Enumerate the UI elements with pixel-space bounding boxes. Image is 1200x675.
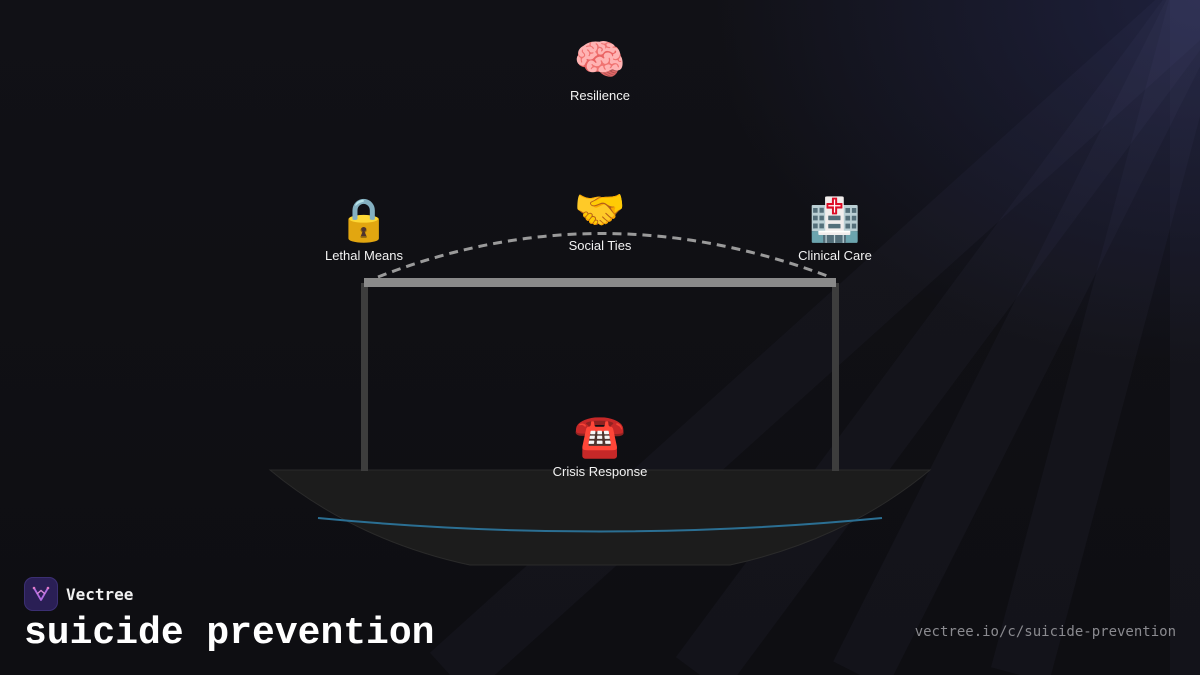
node-label: Social Ties (568, 238, 632, 253)
brand-name: Vectree (66, 584, 134, 604)
brand[interactable]: Vectree (24, 577, 133, 611)
vectree-logo-icon (24, 577, 58, 611)
node-lethal-means: 🔒 Lethal Means (284, 196, 444, 264)
right-post (832, 283, 839, 471)
node-crisis-response: ☎️ Crisis Response (520, 412, 680, 480)
node-clinical-care: 🏥 Clinical Care (755, 196, 915, 264)
dashed-arc (377, 232, 831, 279)
left-post (361, 283, 368, 471)
brain-icon: 🧠 (573, 36, 627, 83)
page-url[interactable]: vectree.io/c/suicide-prevention (914, 624, 1176, 640)
lock-icon: 🔒 (337, 196, 391, 243)
handshake-icon: 🤝 (573, 186, 627, 233)
node-label: Lethal Means (324, 248, 404, 263)
page-title: suicide prevention (24, 612, 435, 655)
node-social-ties: 🤝 Social Ties (520, 186, 680, 254)
hull-base (268, 469, 932, 566)
crossbar (364, 278, 836, 287)
hospital-icon: 🏥 (808, 196, 862, 243)
node-label: Resilience (570, 88, 630, 103)
node-resilience: 🧠 Resilience (520, 36, 680, 104)
telephone-icon: ☎️ (573, 412, 627, 459)
water-line (317, 517, 883, 533)
node-label: Crisis Response (552, 464, 648, 479)
node-label: Clinical Care (798, 248, 872, 263)
